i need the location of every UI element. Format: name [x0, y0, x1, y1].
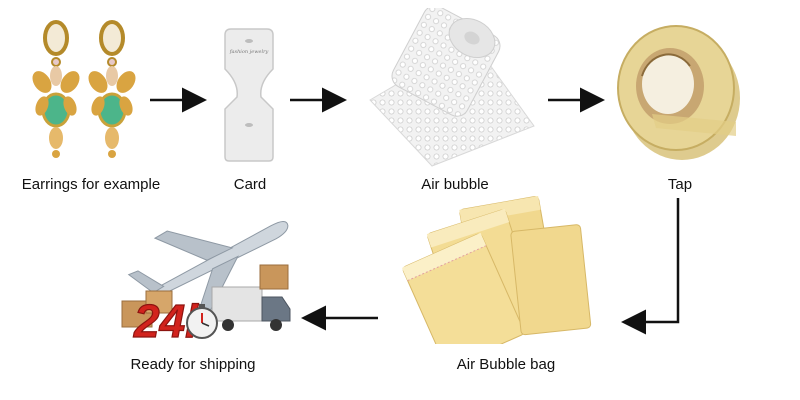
earring-left — [32, 20, 80, 158]
card-label: Card — [233, 176, 267, 193]
truck-icon — [211, 286, 291, 331]
airplane-truck-icon: 24h — [110, 205, 300, 355]
air-bubble-label: Air bubble — [421, 176, 489, 193]
tape-label: Tap — [667, 176, 693, 193]
airplane-icon — [127, 220, 289, 317]
mailer-right — [510, 224, 592, 336]
stopwatch-icon — [186, 304, 218, 339]
tape-roll-icon — [612, 18, 752, 168]
card-print-text: fashion jewelry — [229, 49, 269, 55]
air-bubble-bag-label: Air Bubble bag — [456, 356, 556, 373]
boxes-icon — [121, 264, 289, 328]
bubble-mailer-icon — [398, 192, 598, 344]
ready-for-shipping-label: Ready for shipping — [130, 356, 256, 373]
mailer-front — [401, 232, 525, 344]
bubble-wrap-roll-icon — [360, 8, 540, 170]
earrings-icon — [28, 10, 148, 170]
arrow-tape-to-bag — [621, 198, 680, 335]
earring-right — [88, 20, 136, 158]
card-icon: fashion jewelry — [213, 25, 285, 165]
earrings-label: Earrings for example — [21, 176, 161, 193]
